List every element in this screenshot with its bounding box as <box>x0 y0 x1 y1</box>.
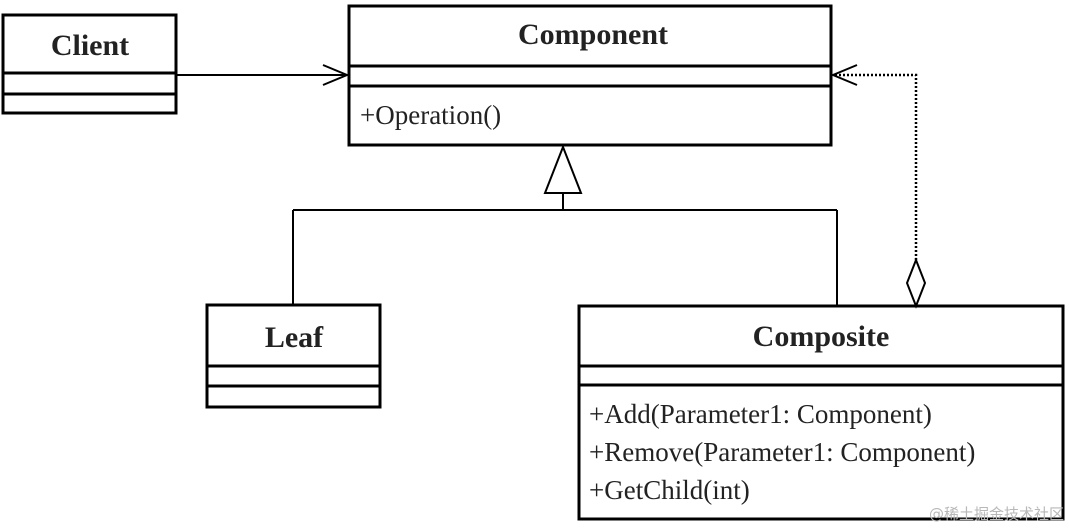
aggregation-diamond <box>905 257 927 309</box>
client-class-name: Client <box>51 29 129 62</box>
watermark-text: @稀土掘金技术社区 <box>929 505 1064 523</box>
composite-method-getchild: +GetChild(int) <box>589 475 750 505</box>
composite-class-name: Composite <box>753 320 890 353</box>
client-component-association <box>176 64 350 86</box>
generalization-connector <box>292 144 838 306</box>
composite-method-remove: +Remove(Parameter1: Component) <box>589 437 975 467</box>
composite-method-add: +Add(Parameter1: Component) <box>589 399 932 429</box>
aggregation-arrowhead <box>830 64 858 86</box>
composite-class-box <box>577 304 1065 521</box>
component-class: Component +Operation() <box>347 4 833 147</box>
composite-children-aggregation <box>830 64 927 309</box>
client-class-box <box>1 13 178 115</box>
component-class-name: Component <box>518 18 668 51</box>
component-method-operation: +Operation() <box>360 100 501 130</box>
component-class-box <box>347 4 833 147</box>
composite-class: Composite +Add(Parameter1: Component) +R… <box>577 304 1065 521</box>
leaf-class-name: Leaf <box>265 321 324 354</box>
association-arrowhead <box>322 64 350 86</box>
inheritance-triangle <box>543 144 583 194</box>
aggregation-dotted-line <box>833 73 918 260</box>
leaf-class: Leaf <box>205 303 382 409</box>
client-class: Client <box>1 13 178 115</box>
